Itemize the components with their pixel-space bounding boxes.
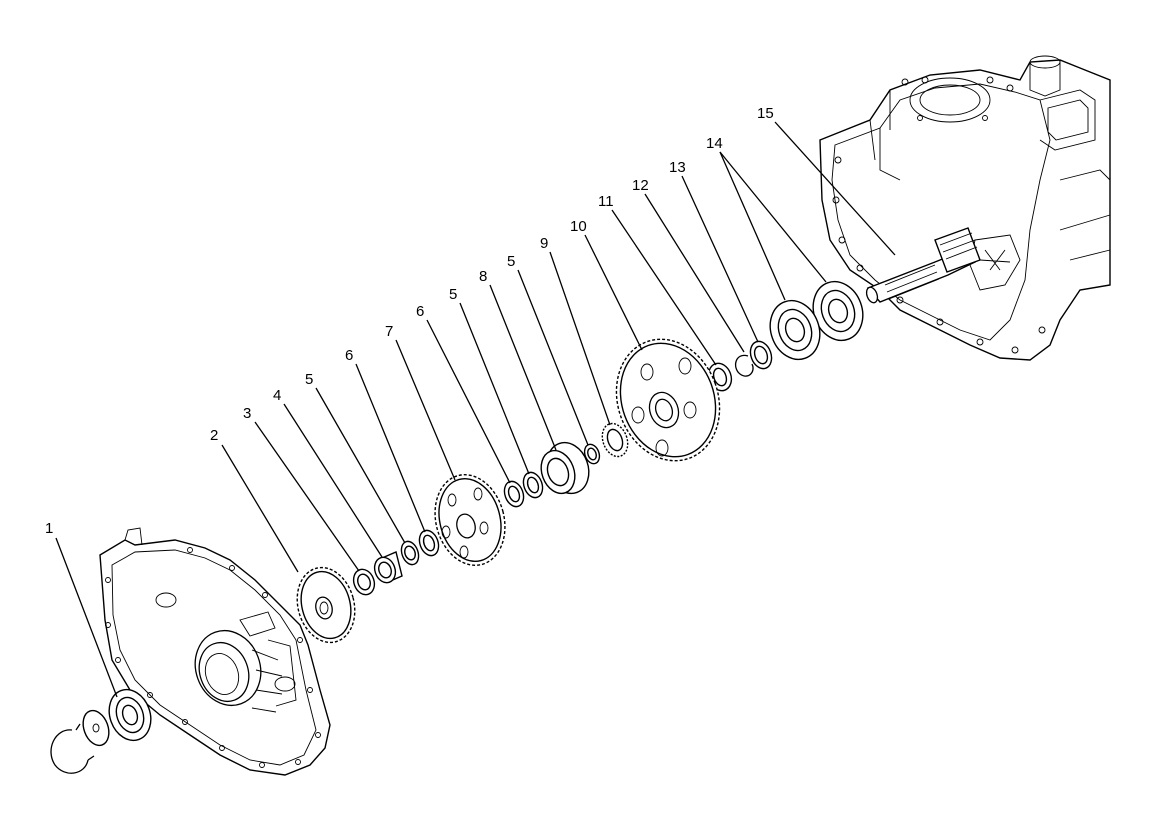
washer-plain — [82, 709, 110, 747]
callout-11: 11 — [598, 193, 614, 210]
bearing-part-14b — [769, 299, 821, 361]
leader-6b — [426, 319, 511, 484]
ring-part-13 — [749, 340, 773, 370]
callout-12: 12 — [632, 177, 649, 194]
callout-1: 1 — [45, 520, 53, 537]
callout-5a: 5 — [305, 371, 313, 388]
needle-bearing-part-9 — [601, 422, 629, 458]
ring-part-6a — [418, 529, 440, 557]
callout-10: 10 — [570, 218, 587, 235]
leader-4 — [283, 403, 383, 558]
callout-7: 7 — [385, 323, 393, 340]
leader-2 — [221, 444, 299, 573]
ring-part-5a — [400, 540, 420, 566]
leader-12 — [644, 193, 745, 353]
leader-15 — [774, 121, 896, 256]
leader-9 — [549, 251, 611, 426]
gear-part-10 — [615, 338, 721, 462]
circlip — [50, 723, 95, 774]
callout-8: 8 — [479, 268, 487, 285]
ring-part-5b — [522, 471, 544, 499]
snap-ring-part-12 — [734, 354, 754, 377]
leader-5c — [517, 269, 589, 446]
leader-14b — [719, 151, 827, 283]
ring-part-3 — [352, 568, 376, 596]
leader-10 — [584, 234, 643, 351]
callout-labels: 1 2 3 4 5 6 7 6 5 8 5 9 10 11 12 13 14 1… — [45, 105, 774, 537]
callout-14: 14 — [706, 135, 723, 152]
callout-5b: 5 — [449, 286, 457, 303]
callout-6b: 6 — [416, 303, 424, 320]
leader-8 — [489, 284, 557, 451]
spacer-part-4 — [373, 551, 403, 584]
callout-3: 3 — [243, 405, 251, 422]
leader-lines — [55, 121, 896, 698]
callout-13: 13 — [669, 159, 686, 176]
leader-6a — [355, 363, 426, 533]
gear-part-7 — [434, 474, 506, 566]
callout-5c: 5 — [507, 253, 515, 270]
leader-7 — [395, 339, 456, 481]
leader-11 — [611, 209, 717, 366]
callout-4: 4 — [273, 387, 281, 404]
callout-9: 9 — [540, 235, 548, 252]
callout-15: 15 — [757, 105, 774, 122]
leader-3 — [254, 421, 360, 572]
leader-1 — [55, 537, 118, 698]
ring-part-6b — [503, 480, 525, 508]
leader-14a — [719, 151, 786, 301]
ring-part-5c — [583, 443, 601, 465]
leader-5a — [315, 387, 406, 544]
gear-part-2 — [296, 566, 356, 644]
callout-6a: 6 — [345, 347, 353, 364]
bearing-part-1 — [108, 688, 152, 742]
callout-2: 2 — [210, 427, 218, 444]
bearing-part-14a — [812, 280, 864, 342]
hub-part-8 — [540, 441, 590, 495]
shaft-part-15 — [865, 227, 981, 304]
leader-5b — [459, 302, 530, 475]
front-cover-housing — [99, 527, 331, 776]
leader-13 — [681, 175, 759, 343]
